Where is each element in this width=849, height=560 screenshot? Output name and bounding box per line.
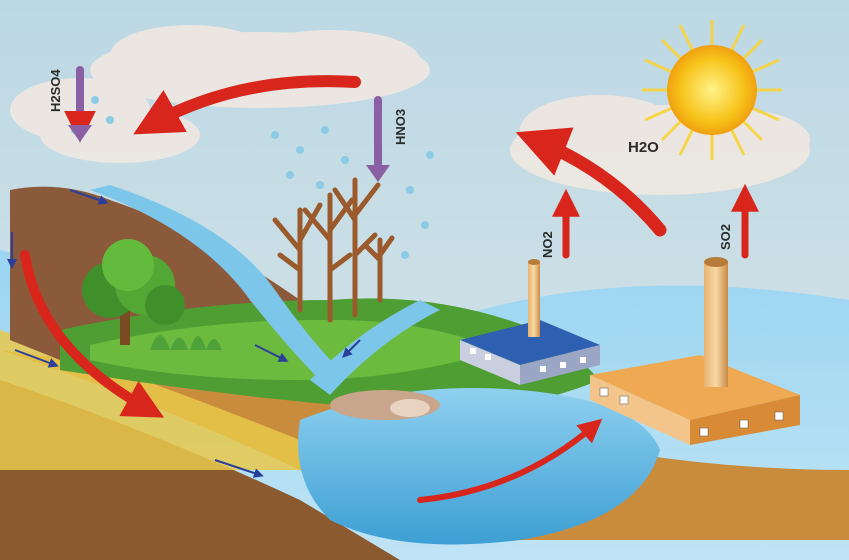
water-to-factory-arrow [417, 418, 603, 503]
cloud-drift-arrow [133, 75, 361, 135]
label-h2o: H2O [628, 139, 659, 156]
runoff-arrow [20, 250, 165, 418]
red-arrows [20, 75, 759, 503]
sun-icon [642, 20, 782, 160]
river [90, 185, 340, 380]
dead-trees [272, 177, 395, 323]
stream-right [310, 300, 440, 395]
factory-large [590, 257, 800, 445]
vapor-transport-arrow [515, 127, 667, 237]
groundwater-flow-arrows [7, 189, 361, 478]
label-hno3: HNO3 [393, 109, 408, 145]
factory-small [460, 259, 600, 385]
label-h2so4: H2SO4 [48, 69, 63, 112]
healthy-tree [82, 239, 185, 345]
rock-small [390, 399, 430, 417]
bushes [150, 335, 222, 350]
label-no2: NO2 [540, 231, 555, 258]
label-so2: SO2 [718, 224, 733, 250]
purple-arrows [64, 66, 390, 182]
lake [298, 388, 660, 545]
